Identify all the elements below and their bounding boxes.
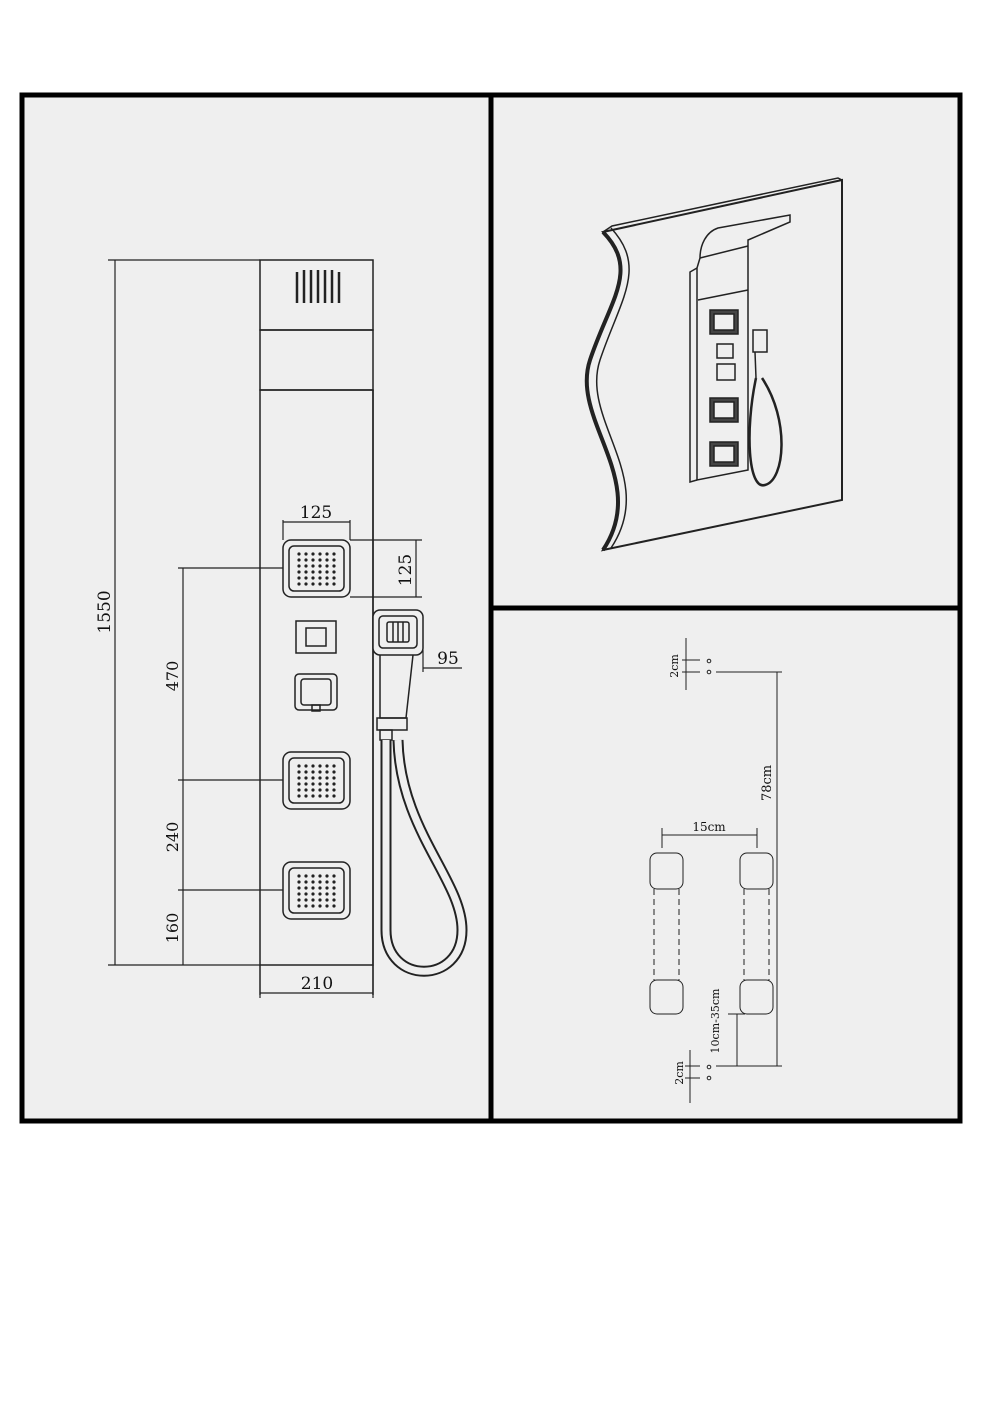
dim-total-height: 1550	[95, 590, 115, 633]
dim-range: 10cm-35cm	[709, 988, 722, 1053]
front-view-panel	[23, 96, 489, 1120]
diverter-control	[295, 620, 337, 654]
dim-bottom-gap: 2cm	[673, 1061, 686, 1085]
front-view-drawing	[259, 259, 374, 995]
dim-top-gap: 2cm	[668, 654, 681, 678]
frame	[19, 92, 963, 1124]
hand-shower	[372, 609, 424, 741]
installation-view-panel	[493, 610, 958, 1120]
dim-height: 78cm	[760, 765, 775, 801]
dim-240: 240	[163, 822, 182, 853]
dim-panel-width: 210	[301, 974, 333, 994]
dim-handshower: 95	[437, 649, 459, 669]
perspective-jet-2	[709, 397, 739, 423]
dim-jet-width: 125	[300, 503, 332, 523]
dim-160: 160	[163, 913, 182, 944]
front-dimension-lines	[108, 259, 462, 998]
installation-drawing	[649, 638, 782, 1103]
dim-470: 470	[163, 661, 182, 692]
shower-hose	[380, 739, 468, 977]
perspective-controls	[716, 343, 736, 381]
dim-jet-height: 125	[396, 554, 416, 586]
rain-nozzles	[295, 270, 341, 303]
rain-shower-head	[259, 259, 374, 331]
perspective-drawing	[584, 177, 843, 552]
perspective-jet-1	[709, 309, 739, 335]
dim-spacing: 15cm	[692, 820, 726, 834]
thermostat-control	[294, 673, 338, 712]
perspective-jet-3	[709, 441, 739, 467]
jet-nozzle-dots	[297, 552, 336, 908]
